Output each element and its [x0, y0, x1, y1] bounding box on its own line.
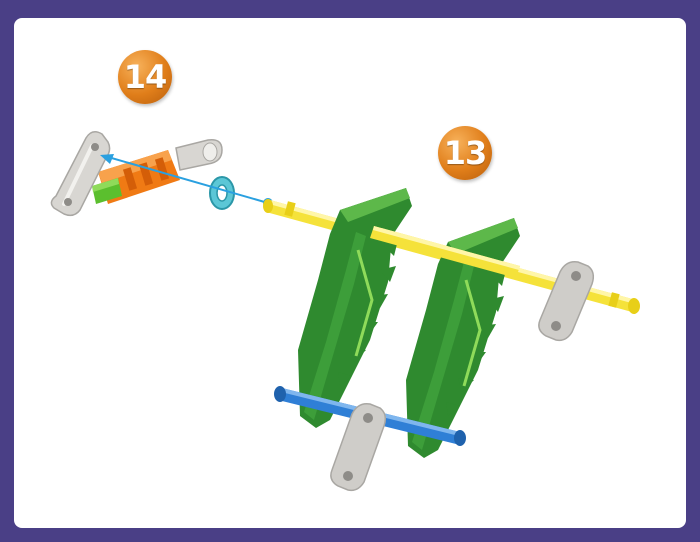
grey-connector-right [539, 262, 593, 341]
step-13-badge: 13 [438, 126, 492, 180]
step-14-badge: 14 [118, 50, 172, 104]
step-14-assembly [51, 132, 273, 216]
grey-connector-bottom [331, 404, 385, 491]
grey-small-connector [176, 140, 222, 170]
